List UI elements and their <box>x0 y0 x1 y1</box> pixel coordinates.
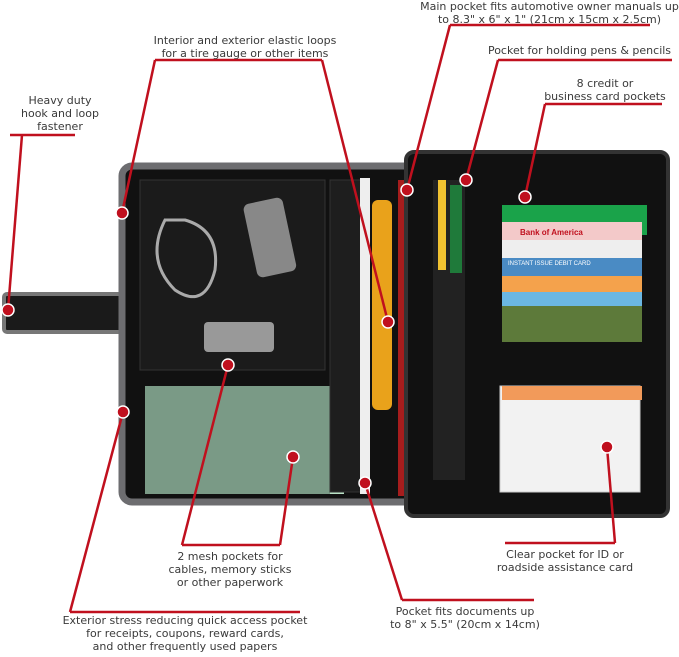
cable <box>155 218 218 299</box>
green-booklet <box>145 386 330 494</box>
id-card-header <box>502 386 642 400</box>
callout-main-pocket: Main pocket fits automotive owner manual… <box>420 0 679 26</box>
flashlight <box>372 200 392 410</box>
memory-stick <box>243 197 297 278</box>
callout-pens-pocket: Pocket for holding pens & pencils <box>487 44 672 57</box>
callout-mesh-pockets: 2 mesh pockets for cables, memory sticks… <box>168 550 292 589</box>
leader-lines <box>6 23 672 614</box>
document-pocket <box>329 179 363 493</box>
callout-dots <box>1 173 614 490</box>
card-label: INSTANT ISSUE DEBIT CARD <box>508 261 591 267</box>
paper-sheet <box>360 178 370 494</box>
callout-hook-loop: Heavy duty hook and loop fastener <box>21 94 99 133</box>
pencil <box>438 180 446 270</box>
callout-card-pockets: 8 credit or business card pockets <box>544 77 666 103</box>
id-card-window <box>499 385 641 493</box>
callout-documents-pocket: Pocket fits documents up to 8" x 5.5" (2… <box>390 605 540 631</box>
pen <box>450 185 462 273</box>
callout-exterior-pocket: Exterior stress reducing quick access po… <box>62 614 308 653</box>
callout-clear-pocket: Clear pocket for ID or roadside assistan… <box>496 548 634 574</box>
usb-drive <box>204 322 274 352</box>
card-label: Bank of America <box>520 228 583 237</box>
callout-elastic-loops: Interior and exterior elastic loops for … <box>153 34 337 60</box>
card <box>502 306 642 342</box>
